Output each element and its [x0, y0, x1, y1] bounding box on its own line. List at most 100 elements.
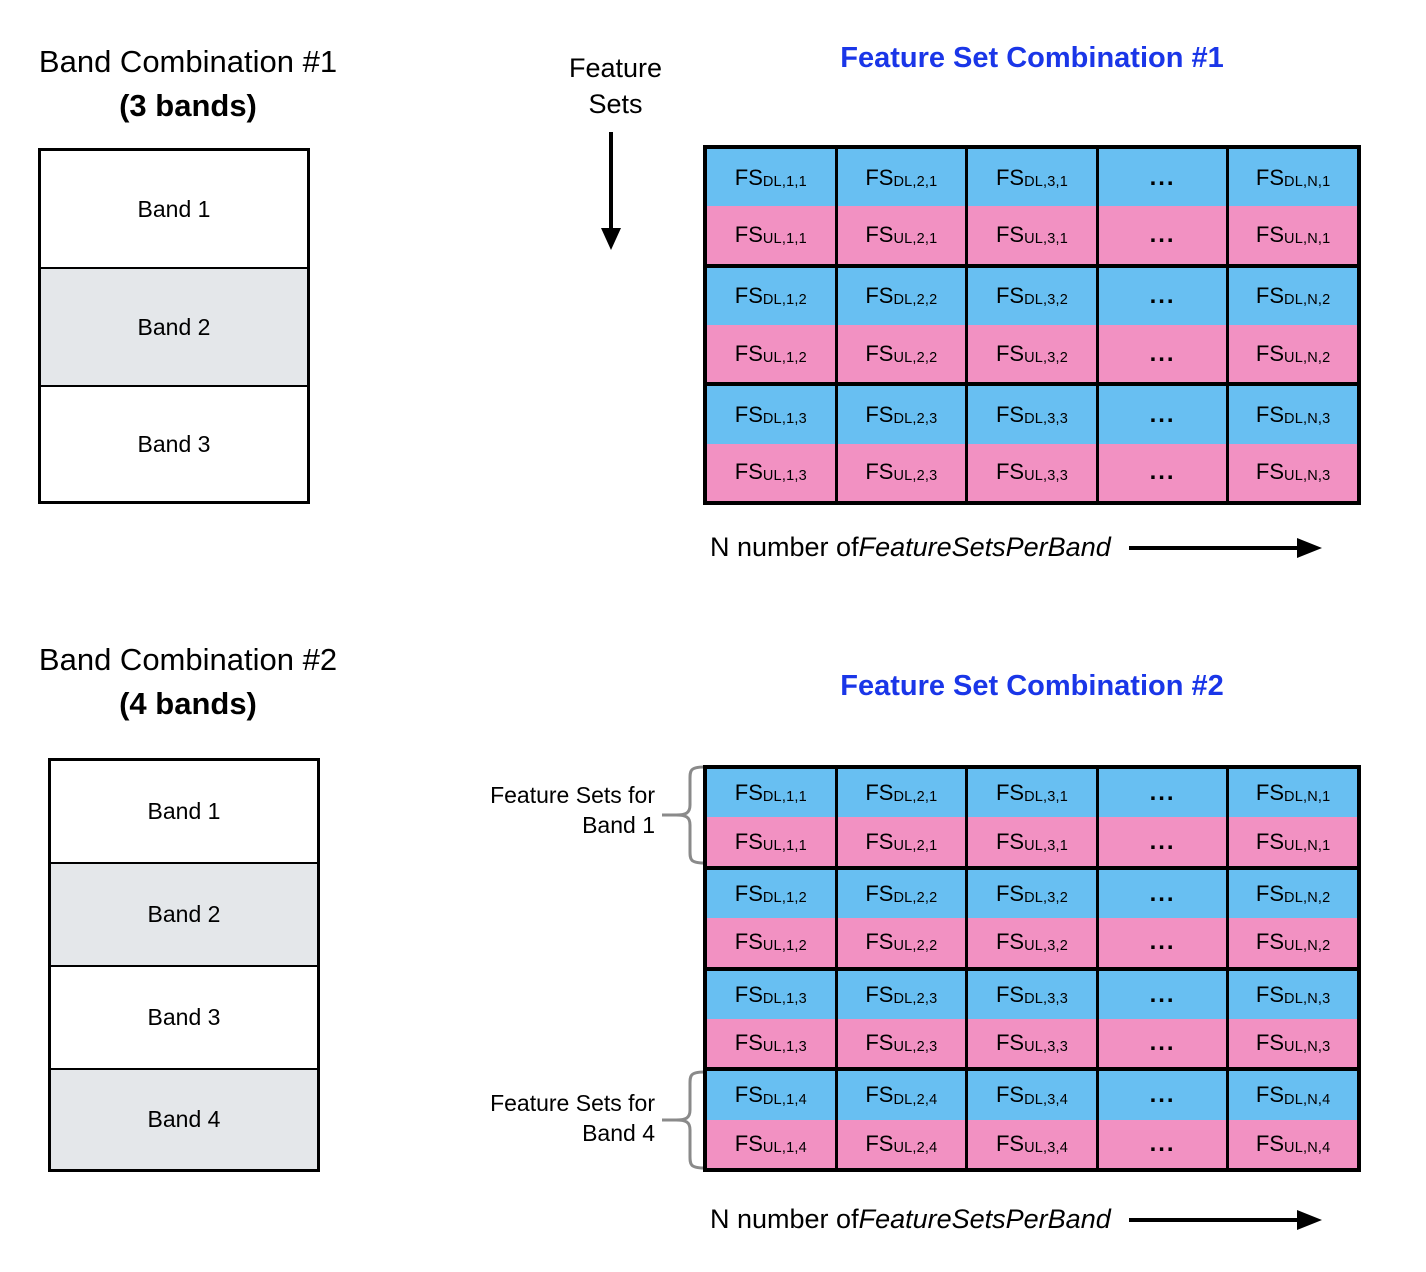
feature-set-subscript: UL,3,3	[1024, 1039, 1069, 1056]
feature-set-prefix: FS	[734, 981, 763, 1007]
feature-set-subscript: DL,1,3	[762, 990, 807, 1007]
feature-set-prefix: FS	[865, 402, 894, 428]
band-cell-label: Band 1	[147, 798, 221, 824]
feature-set-combination-1-title: Feature Set Combination #1	[840, 42, 1224, 74]
feature-set-prefix: FS	[1255, 1082, 1285, 1108]
feature-set-subscript: DL,2,2	[893, 292, 938, 309]
ellipsis-cell: ...	[1098, 970, 1230, 1019]
feature-set-prefix: FS	[734, 929, 763, 955]
feature-sets-axis-label: Feature Sets	[528, 50, 703, 122]
feature-set-subscript: DL,2,3	[893, 990, 938, 1007]
band-stack-2: Band 1 Band 2 Band 3 Band 4	[48, 758, 320, 1172]
band-cell-label: Band 3	[137, 430, 211, 457]
feature-set-prefix: FS	[734, 1130, 763, 1156]
feature-set-prefix: FS	[1255, 340, 1285, 366]
feature-set-prefix: FS	[865, 880, 894, 906]
feature-set-subscript: DL,2,1	[893, 789, 938, 806]
feature-set-subscript: UL,3,3	[1024, 468, 1069, 485]
ellipsis-cell: ...	[1098, 1119, 1230, 1168]
feature-set-prefix: FS	[865, 1130, 894, 1156]
feature-set-subscript: DL,2,1	[893, 173, 938, 190]
feature-set-prefix: FS	[1255, 1030, 1285, 1056]
feature-set-subscript: UL,1,1	[762, 231, 807, 248]
feature-set-prefix: FS	[734, 880, 763, 906]
feature-set-prefix: FS	[1255, 981, 1285, 1007]
ellipsis-cell: ...	[1098, 386, 1230, 444]
caption-right-arrow-icon	[1128, 1208, 1324, 1232]
feature-set-prefix: FS	[734, 340, 763, 366]
feature-set-prefix: FS	[1255, 283, 1285, 309]
feature-set-subscript: UL,2,1	[893, 231, 938, 248]
feature-set-subscript: UL,3,2	[1024, 349, 1069, 366]
feature-set-subscript: UL,3,1	[1024, 231, 1069, 248]
feature-set-subscript: UL,2,2	[893, 349, 938, 366]
feature-set-subscript: UL,N,1	[1284, 231, 1331, 248]
band-cell-label: Band 3	[147, 1004, 221, 1030]
feature-set-subscript: UL,1,3	[762, 1039, 807, 1056]
band-cell-2-2: Band 2	[51, 864, 317, 967]
feature-set-combination-2-title: Feature Set Combination #2	[840, 670, 1224, 702]
feature-set-subscript: DL,3,2	[1024, 292, 1069, 309]
feature-set-prefix: FS	[734, 164, 763, 190]
feature-set-prefix: FS	[865, 459, 894, 485]
feature-set-subscript: UL,N,3	[1284, 1039, 1331, 1056]
feature-set-prefix: FS	[734, 1082, 763, 1108]
brace-label-band-4: Feature Sets for Band 4	[420, 1088, 655, 1148]
feature-set-prefix: FS	[995, 981, 1025, 1007]
ellipsis-cell: ...	[1098, 1018, 1230, 1068]
feature-set-prefix: FS	[865, 929, 894, 955]
ellipsis-cell: ...	[1098, 769, 1230, 818]
feature-set-subscript: UL,2,2	[893, 938, 938, 955]
band-cell-2-4: Band 4	[51, 1070, 317, 1169]
feature-set-prefix: FS	[865, 1030, 894, 1056]
feature-set-prefix: FS	[865, 283, 894, 309]
feature-set-subscript: DL,N,3	[1284, 990, 1331, 1007]
feature-set-prefix: FS	[865, 1082, 894, 1108]
band-combination-2-subtitle: (4 bands)	[119, 686, 257, 721]
feature-set-prefix: FS	[995, 780, 1025, 806]
band-cell-2-3: Band 3	[51, 967, 317, 1070]
brace-label-band-4-line1: Feature Sets for	[490, 1090, 655, 1116]
feature-set-prefix: FS	[995, 340, 1025, 366]
ellipsis-cell: ...	[1098, 817, 1230, 866]
feature-set-subscript: DL,N,2	[1284, 292, 1331, 309]
feature-set-prefix: FS	[865, 340, 894, 366]
feature-set-subscript: DL,3,1	[1024, 789, 1069, 806]
feature-sets-down-arrow-icon	[596, 132, 626, 252]
